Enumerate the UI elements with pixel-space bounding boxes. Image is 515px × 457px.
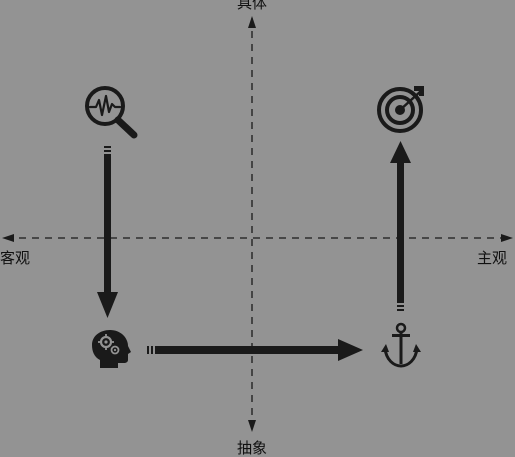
arrow-right-bottom — [147, 339, 363, 361]
target-icon — [377, 86, 424, 133]
horizontal-axis — [2, 234, 513, 242]
axis-label-left: 客观 — [0, 249, 31, 267]
axis-arrow-right — [501, 234, 513, 242]
magnifier-waveform-icon — [85, 86, 138, 139]
axis-label-bottom: 抽象 — [237, 439, 268, 457]
axis-arrow-up — [248, 16, 256, 28]
head-gears-icon — [92, 330, 131, 368]
arrow-up-right — [390, 141, 411, 311]
axis-label-right: 主观 — [477, 249, 508, 267]
vertical-axis — [248, 16, 256, 432]
axis-arrow-down — [248, 420, 256, 432]
anchor-icon — [381, 322, 421, 368]
axis-arrow-left — [2, 234, 14, 242]
arrow-down-left — [97, 146, 118, 318]
axis-label-top: 具体 — [237, 0, 268, 12]
